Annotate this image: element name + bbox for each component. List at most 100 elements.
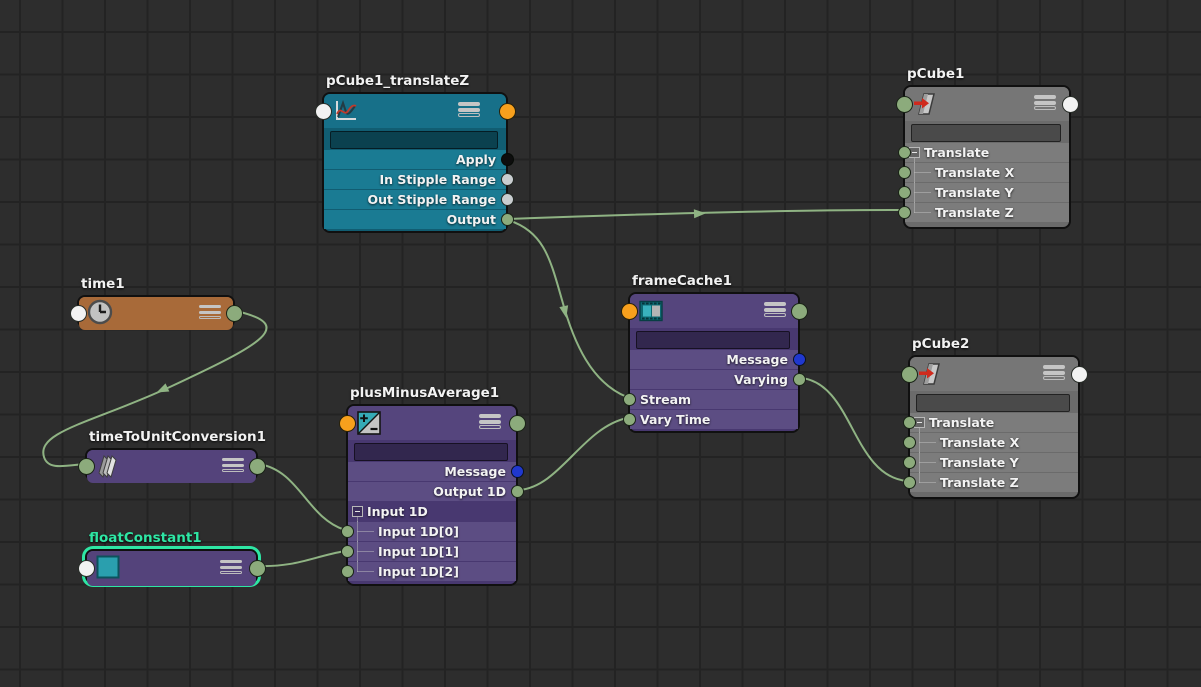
attr-label: Translate Y [940, 455, 1019, 470]
node-name-field[interactable] [636, 331, 790, 349]
attr-label: Apply [455, 152, 496, 167]
node-header[interactable] [348, 406, 516, 440]
port-plusMinusAverage1-message[interactable] [510, 465, 524, 478]
display-mode-icon[interactable] [199, 304, 221, 322]
port-plusMinusAverage1-input-1d-2-[interactable] [340, 565, 354, 578]
port-pCube2-translate-x[interactable] [902, 436, 916, 449]
port-floatConstant1-left[interactable] [77, 560, 95, 577]
node-time1[interactable]: time1 [69, 276, 243, 330]
tree-tick [919, 442, 936, 443]
attr-label: Input 1D [367, 504, 428, 519]
connection-wire[interactable] [800, 377, 908, 482]
attr-label: In Stipple Range [379, 172, 496, 187]
port-pCube1_translateZ-right[interactable] [498, 102, 516, 120]
port-pCube1-translate-x[interactable] [897, 166, 911, 179]
attr-row-translate-z: Translate Z [902, 472, 1078, 492]
port-plusMinusAverage1-input-1d-0-[interactable] [340, 525, 354, 538]
collapse-expander[interactable] [914, 417, 925, 428]
node-header[interactable] [324, 94, 506, 128]
port-plusMinusAverage1-output-1d[interactable] [510, 485, 524, 498]
port-frameCache1-vary-time[interactable] [622, 413, 636, 426]
port-pCube1-translate-y[interactable] [897, 186, 911, 199]
attr-row-output: Output [324, 210, 514, 229]
display-mode-icon[interactable] [764, 302, 786, 319]
port-frameCache1-stream[interactable] [622, 393, 636, 406]
connection-wire[interactable] [258, 463, 346, 531]
attr-row-translate-y: Translate Y [897, 182, 1069, 203]
attr-row-translate: Translate [902, 413, 1078, 433]
port-pCube1_translateZ-left[interactable] [314, 102, 332, 120]
node-header[interactable] [79, 297, 233, 330]
node-header[interactable] [910, 357, 1078, 391]
tree-tick [357, 531, 374, 532]
display-mode-icon[interactable] [479, 414, 501, 431]
teal-square-icon [95, 554, 121, 580]
connection-wire[interactable] [42, 310, 268, 468]
port-frameCache1-left[interactable] [620, 302, 638, 320]
attr-label: Input 1D[1] [378, 544, 459, 559]
node-title: pCube1 [907, 66, 965, 82]
collapse-expander[interactable] [909, 147, 920, 158]
display-mode-icon[interactable] [220, 559, 242, 577]
attr-label: Translate Z [935, 205, 1014, 220]
port-pCube1-translate[interactable] [897, 146, 911, 159]
port-pCube2-left[interactable] [900, 365, 918, 383]
port-plusMinusAverage1-input-1d-1-[interactable] [340, 545, 354, 558]
port-pCube1-translate-z[interactable] [897, 206, 911, 219]
node-name-field[interactable] [330, 131, 498, 149]
node-floatConstant1[interactable]: floatConstant1 [77, 530, 266, 586]
port-timeToUnitConversion1-right[interactable] [248, 458, 266, 475]
node-name-field[interactable] [916, 394, 1070, 412]
film-icon [638, 298, 664, 324]
port-pCube2-right[interactable] [1070, 365, 1088, 383]
port-frameCache1-message[interactable] [792, 353, 806, 366]
port-floatConstant1-right[interactable] [248, 560, 266, 577]
node-header[interactable] [630, 294, 798, 328]
attr-label: Vary Time [640, 412, 711, 427]
connection-wire[interactable] [507, 209, 903, 220]
node-header[interactable] [905, 87, 1069, 121]
wire-arrow [559, 305, 569, 318]
node-timeToUnitConversion1[interactable]: timeToUnitConversion1 [77, 429, 266, 483]
node-name-field[interactable] [354, 443, 508, 461]
port-pCube2-translate[interactable] [902, 416, 916, 429]
port-pCube1_translateZ-out-stipple-range[interactable] [500, 193, 514, 206]
port-pCube1-right[interactable] [1061, 95, 1079, 113]
node-name-field[interactable] [911, 124, 1061, 142]
port-pCube1_translateZ-apply[interactable] [500, 153, 514, 166]
port-pCube2-translate-y[interactable] [902, 456, 916, 469]
port-time1-left[interactable] [69, 305, 87, 322]
display-mode-icon[interactable] [1043, 365, 1065, 382]
port-pCube1-left[interactable] [895, 95, 913, 113]
node-header[interactable] [87, 551, 256, 586]
port-plusMinusAverage1-left[interactable] [338, 414, 356, 432]
connection-wire[interactable] [518, 417, 628, 491]
display-mode-icon[interactable] [458, 102, 480, 119]
port-plusMinusAverage1-right[interactable] [508, 414, 526, 432]
node-title: pCube1_translateZ [326, 73, 470, 89]
attr-row-translate-z: Translate Z [897, 202, 1069, 222]
display-mode-icon[interactable] [222, 457, 244, 475]
attr-row-input-1d-2-: Input 1D[2] [340, 561, 516, 581]
port-pCube2-translate-z[interactable] [902, 476, 916, 489]
display-mode-icon[interactable] [1034, 95, 1056, 112]
collapse-expander[interactable] [352, 506, 363, 517]
port-frameCache1-varying[interactable] [792, 373, 806, 386]
attr-label: Output 1D [433, 484, 506, 499]
port-frameCache1-right[interactable] [790, 302, 808, 320]
node-header[interactable] [87, 450, 256, 483]
port-timeToUnitConversion1-left[interactable] [77, 458, 95, 475]
attr-label: Out Stipple Range [367, 192, 496, 207]
port-time1-right[interactable] [225, 305, 243, 322]
port-pCube1_translateZ-in-stipple-range[interactable] [500, 173, 514, 186]
connection-wire[interactable] [258, 550, 346, 568]
connection-wire[interactable] [507, 219, 628, 398]
port-pCube1_translateZ-output[interactable] [500, 213, 514, 226]
attr-row-apply: Apply [324, 150, 514, 169]
